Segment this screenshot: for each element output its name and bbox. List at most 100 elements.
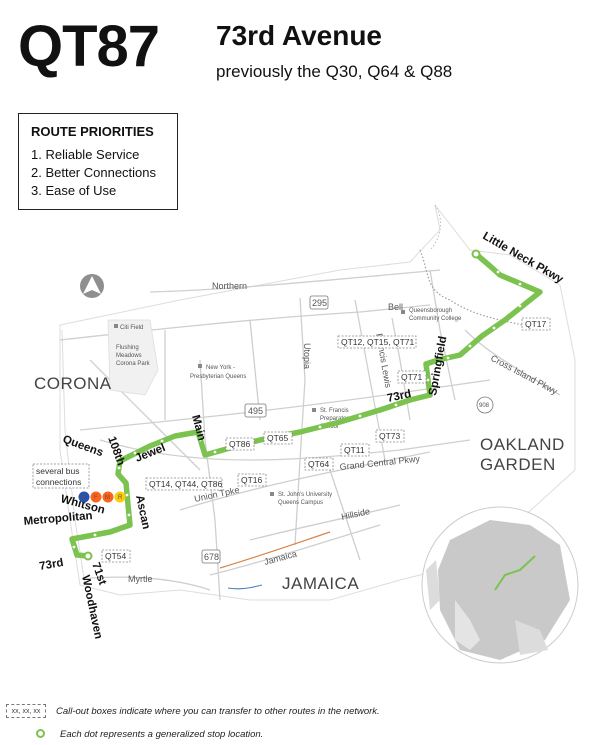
highway-shield: 908	[476, 396, 494, 414]
svg-text:QT17: QT17	[525, 319, 547, 329]
rail-line-blue	[227, 584, 263, 590]
svg-text:QT11: QT11	[344, 445, 365, 455]
svg-text:QT73: QT73	[379, 431, 401, 441]
road-label: Hillside	[340, 506, 370, 522]
subway-bullets: E F M R	[78, 491, 126, 503]
landmark-marker	[270, 492, 274, 496]
legend-dot-text: Each dot represents a generalized stop l…	[60, 729, 264, 740]
priority-item: 3. Ease of Use	[31, 183, 117, 198]
landmark-label: Preparatory	[320, 416, 351, 422]
rail-line	[219, 531, 331, 569]
svg-text:QT64: QT64	[308, 459, 330, 469]
svg-text:M: M	[105, 495, 110, 501]
landmark-label: Citi Field	[120, 325, 143, 331]
landmark-label: Flushing	[116, 345, 139, 351]
svg-text:QT54: QT54	[105, 551, 127, 561]
transfer-callout[interactable]: QT64	[304, 457, 334, 471]
svg-text:678: 678	[204, 552, 219, 562]
highway-shield: 495	[244, 403, 267, 418]
place-label: CORONA	[34, 374, 112, 393]
svg-text:908: 908	[479, 403, 490, 409]
transfer-callout[interactable]: QT86	[225, 437, 255, 451]
road-myrtle	[89, 576, 211, 591]
water-edge	[429, 204, 441, 251]
land-outline	[59, 204, 576, 601]
transfer-callout[interactable]: QT14, QT44, QT86	[145, 477, 222, 491]
road-label: Cross Island Pkwy	[489, 353, 559, 397]
transfer-callout[interactable]: QT71	[397, 370, 427, 384]
landmark-label: Meadows	[116, 353, 142, 359]
landmark-label: St. John's University	[278, 492, 332, 498]
transfer-callout[interactable]: QT54	[101, 549, 131, 563]
landmark-label: Presbyterian Queens	[190, 374, 246, 380]
route-code: QT87	[18, 14, 160, 79]
road-label: Utopia	[302, 343, 312, 369]
landmark-label: Queensborough	[409, 308, 452, 314]
previous-routes: previously the Q30, Q64 & Q88	[216, 62, 453, 81]
transfer-callout[interactable]: QT11	[340, 443, 370, 457]
transfer-callout[interactable]: QT17	[521, 317, 551, 331]
park-fmcp	[107, 319, 159, 396]
route-street-label: Metropolitan	[23, 510, 93, 528]
road-diag-2	[329, 469, 361, 561]
road-cross-island	[464, 329, 561, 396]
svg-text:R: R	[118, 495, 123, 501]
road-label: Bell	[388, 302, 403, 312]
route-street-label: Main	[189, 414, 207, 442]
priority-item: 2. Better Connections	[31, 165, 157, 180]
route-street-label: Springfield	[427, 335, 449, 396]
legend-callout-sample: xx, xx, xx	[6, 704, 46, 718]
route-priorities-box: ROUTE PRIORITIES 1. Reliable Service 2. …	[18, 113, 178, 210]
svg-text:connections: connections	[36, 477, 81, 487]
landmark-marker	[114, 324, 118, 328]
route-map[interactable]: CORONA OAKLAND GARDEN JAMAICA Northern U…	[0, 0, 600, 700]
north-arrow-icon	[80, 274, 104, 298]
priority-item: 1. Reliable Service	[31, 147, 140, 162]
place-label: OAKLAND	[480, 435, 565, 454]
road-jamaica	[209, 524, 381, 576]
place-label: GARDEN	[480, 455, 556, 474]
landmark-marker	[312, 408, 316, 412]
landmark-label: Corona Park	[116, 361, 151, 367]
svg-text:several bus: several bus	[36, 466, 79, 476]
svg-text:QT65: QT65	[267, 433, 289, 443]
highway-shield: 678	[201, 549, 221, 564]
svg-text:QT14, QT44, QT86: QT14, QT44, QT86	[149, 479, 222, 489]
road-vertical-3	[429, 269, 456, 401]
route-street-label: Ascan	[133, 494, 152, 530]
route-terminal-west	[83, 551, 93, 561]
route-terminal-east	[471, 249, 481, 259]
road-label: Jamaica	[263, 549, 298, 567]
landmark-marker	[198, 364, 202, 368]
highway-shield: 295	[309, 295, 329, 310]
road-northern	[149, 269, 441, 293]
route-street-label: Little Neck Pkwy	[481, 230, 566, 286]
road-upper	[59, 304, 431, 341]
road-hillside	[249, 504, 401, 541]
svg-text:E: E	[82, 495, 86, 501]
svg-text:QT86: QT86	[229, 439, 251, 449]
transfer-callout[interactable]: QT73	[375, 429, 405, 443]
transfer-callout[interactable]: several bus connections	[32, 463, 90, 489]
route-street-label: 108th	[105, 435, 127, 467]
route-street-label: 73rd	[386, 388, 412, 405]
road-utopia	[294, 297, 306, 546]
landmark-marker	[401, 310, 405, 314]
landmark-label: Community College	[409, 316, 462, 322]
svg-text:F: F	[94, 495, 98, 501]
svg-text:QT71: QT71	[401, 372, 423, 382]
road-dotted-east	[419, 249, 541, 331]
legend-callout-text: Call-out boxes indicate where you can tr…	[56, 706, 380, 717]
road-union-tpke	[179, 451, 431, 511]
svg-text:QT16: QT16	[241, 475, 263, 485]
priorities-heading: ROUTE PRIORITIES	[31, 124, 154, 139]
landmark-label: St. Francis	[320, 408, 349, 414]
legend-stop-dot-icon	[36, 729, 45, 738]
inset-locator-map	[421, 506, 579, 664]
route-street-label: 73rd	[38, 557, 64, 573]
transfer-callout[interactable]: QT16	[237, 473, 267, 487]
route-line-qt87	[69, 251, 543, 559]
transfer-callout[interactable]: QT65	[263, 431, 293, 445]
transfer-callout[interactable]: QT12, QT15, QT71	[337, 335, 417, 349]
landmark-label: Queens Campus	[278, 500, 323, 506]
